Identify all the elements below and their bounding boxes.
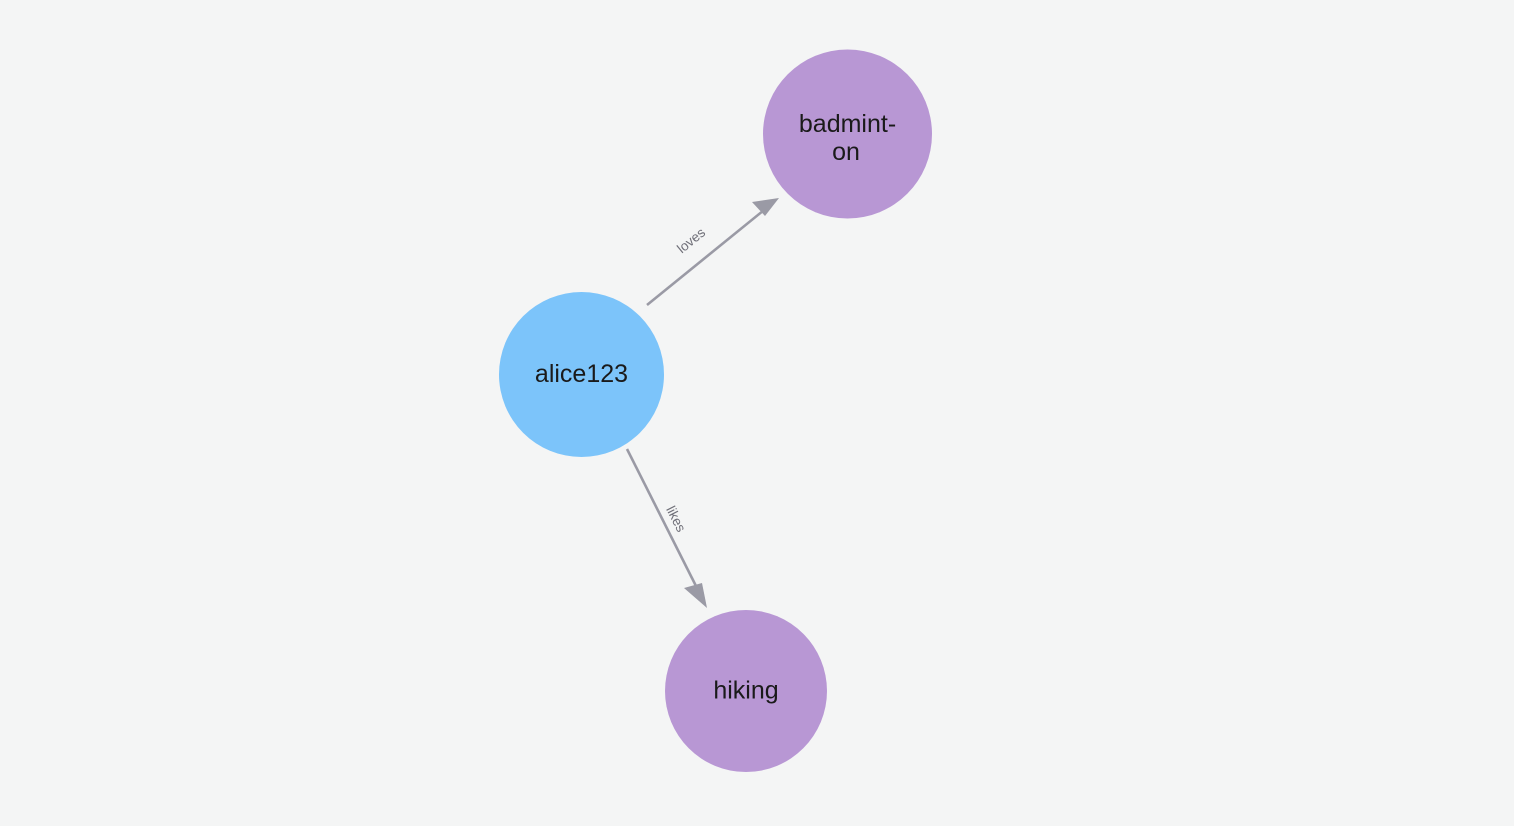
edge-line[interactable] [646, 204, 770, 307]
arrowhead-icon [752, 198, 779, 216]
node-circle-hiking[interactable] [665, 610, 827, 772]
node-circle-badminton[interactable] [763, 49, 932, 219]
node-hiking[interactable]: hiking [665, 610, 827, 772]
node-alice123[interactable]: alice123 [499, 292, 664, 457]
node-layer: alice123 badmint- on hiking [499, 49, 932, 772]
edge-alice123-loves-badminton[interactable]: loves [646, 198, 779, 307]
edge-line[interactable] [625, 448, 700, 591]
edge-alice123-likes-hiking[interactable]: likes [625, 448, 707, 608]
node-circle-alice123[interactable] [499, 292, 664, 457]
edge-label-loves: loves [674, 225, 708, 257]
node-badminton[interactable]: badmint- on [763, 49, 932, 219]
arrowhead-icon [684, 583, 707, 608]
